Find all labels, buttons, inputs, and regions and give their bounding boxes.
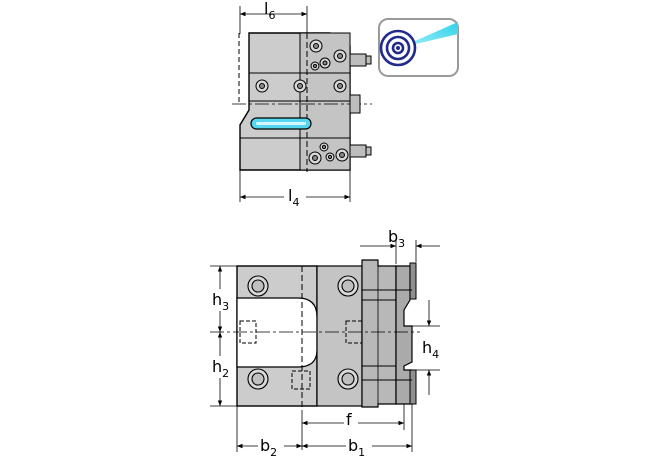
- front-view-screws: [247, 275, 359, 390]
- top-view-screws: [255, 39, 349, 165]
- front-view: h3 h2 b3 h4 f: [210, 227, 440, 459]
- front-view-flange: [361, 259, 397, 408]
- dim-b1-label: b1: [348, 436, 365, 459]
- top-pin-upper: [349, 53, 367, 67]
- dim-h2-label: h2: [212, 357, 229, 380]
- dim-b3-label: b3: [388, 227, 405, 250]
- top-pin-middle: [349, 94, 361, 114]
- dim-f-label: f: [346, 410, 352, 429]
- dim-h4-label: h4: [422, 338, 439, 361]
- coolant-target-icon: [378, 18, 459, 77]
- dim-h3-label: h3: [212, 290, 229, 313]
- top-pin-lower: [349, 144, 367, 158]
- dim-b2-label: b2: [260, 436, 277, 459]
- dim-l6-label: l6: [264, 0, 275, 22]
- dim-l4-label: l4: [288, 186, 299, 209]
- front-view-recess: [236, 297, 318, 368]
- top-view: l6 l4: [232, 0, 372, 209]
